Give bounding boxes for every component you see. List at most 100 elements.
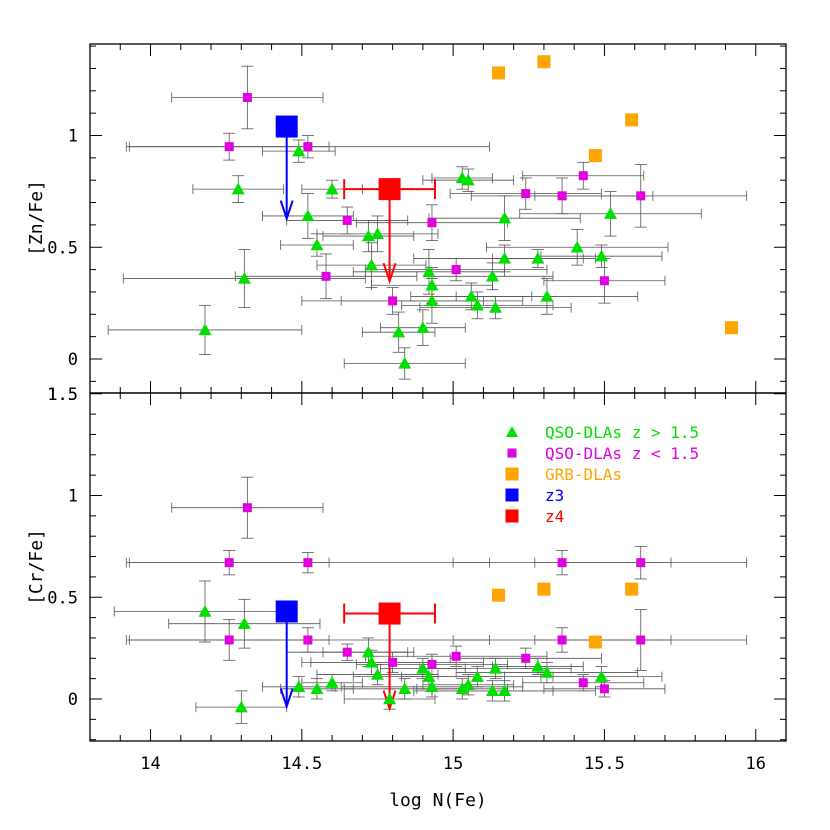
data-point [378, 602, 401, 625]
data-point [392, 325, 406, 338]
data-point [492, 588, 506, 602]
data-point [594, 670, 608, 682]
legend-item: QSO-DLAs z < 1.5 [507, 444, 699, 463]
y-tick-label: 0 [68, 350, 78, 370]
data-point [599, 276, 609, 286]
legend-marker [506, 426, 518, 437]
data-point [364, 655, 378, 668]
data-point [455, 682, 469, 695]
data-point [378, 178, 401, 201]
data-point [636, 191, 646, 201]
data-point [636, 635, 646, 645]
legend-item: z3 [505, 486, 564, 505]
data-point [224, 142, 234, 152]
data-point [198, 323, 212, 336]
x-tick-label: 14 [140, 754, 160, 774]
data-point [570, 240, 584, 253]
data-point [364, 258, 378, 271]
legend-label: z3 [545, 486, 564, 505]
upper-limit-arrowhead [382, 690, 397, 712]
upper-limit-arrowhead [279, 688, 294, 710]
data-point [292, 680, 306, 692]
data-point [388, 657, 398, 667]
data-point [603, 207, 617, 219]
y-tick-label: 1.5 [47, 385, 78, 405]
data-point [485, 684, 499, 697]
data-point [451, 265, 461, 275]
data-point [425, 294, 439, 307]
data-point [557, 635, 567, 645]
data-point [461, 173, 475, 186]
data-point [275, 600, 298, 623]
data-point [427, 218, 437, 228]
data-point [464, 289, 478, 302]
data-point [303, 142, 313, 152]
data-point [224, 558, 234, 568]
data-point [292, 144, 306, 157]
legend-item: GRB-DLAs [505, 465, 622, 484]
data-point [599, 684, 609, 694]
data-point [470, 670, 484, 682]
x-tick-label: 15 [443, 754, 463, 774]
data-point [488, 661, 502, 674]
data-point [485, 269, 499, 282]
legend-marker [507, 448, 517, 458]
y-tick-label: 0.5 [47, 588, 78, 608]
data-point [422, 265, 436, 278]
data-point [370, 227, 384, 240]
data-point [325, 676, 339, 688]
data-point [425, 680, 439, 692]
data-point [422, 670, 436, 682]
y-tick-label: 1 [68, 127, 78, 147]
y-tick-label: 1 [68, 487, 78, 507]
data-point [588, 635, 602, 649]
data-point [361, 229, 375, 242]
data-point [451, 651, 461, 661]
legend-marker [505, 467, 519, 481]
data-point [361, 645, 375, 658]
data-point [521, 653, 531, 663]
x-tick-label: 14.5 [281, 754, 322, 774]
data-point [531, 251, 545, 264]
data-point [303, 558, 313, 568]
legend-marker [505, 509, 519, 523]
x-tick-label: 16 [745, 754, 765, 774]
data-point [398, 356, 412, 369]
data-point [301, 209, 315, 222]
data-point [578, 171, 588, 181]
data-point [388, 296, 398, 306]
legend-label: GRB-DLAs [545, 465, 622, 484]
data-point [540, 289, 554, 302]
axis-labels: log N(Fe) [Zn/Fe] [Cr/Fe] [26, 180, 487, 811]
data-point [310, 238, 324, 251]
bottom-panel-y-axis-title: [Cr/Fe] [26, 529, 47, 605]
x-axis-title: log N(Fe) [389, 790, 487, 811]
upper-limit-arrowhead [279, 200, 294, 222]
data-point [231, 182, 245, 195]
legend-label: QSO-DLAs z > 1.5 [545, 423, 699, 442]
data-point [325, 182, 339, 195]
upper-limit-arrowhead [382, 262, 397, 285]
data-point [370, 668, 384, 680]
legend-marker [505, 488, 519, 502]
data-point [488, 301, 502, 313]
data-point [498, 251, 512, 264]
data-point [342, 647, 352, 657]
data-point [398, 682, 412, 695]
top-panel-y-axis-title: [Zn/Fe] [26, 180, 47, 256]
data-point [521, 189, 531, 199]
data-point [416, 661, 430, 674]
legend-item: QSO-DLAs z > 1.5 [506, 423, 699, 442]
data-point [242, 503, 252, 513]
data-point [303, 635, 313, 645]
legend-item: z4 [505, 507, 564, 526]
data-point [198, 604, 212, 617]
data-point [498, 684, 512, 697]
data-point [275, 115, 298, 138]
data-point [531, 659, 545, 672]
data-point [594, 249, 608, 262]
data-point [425, 278, 439, 291]
